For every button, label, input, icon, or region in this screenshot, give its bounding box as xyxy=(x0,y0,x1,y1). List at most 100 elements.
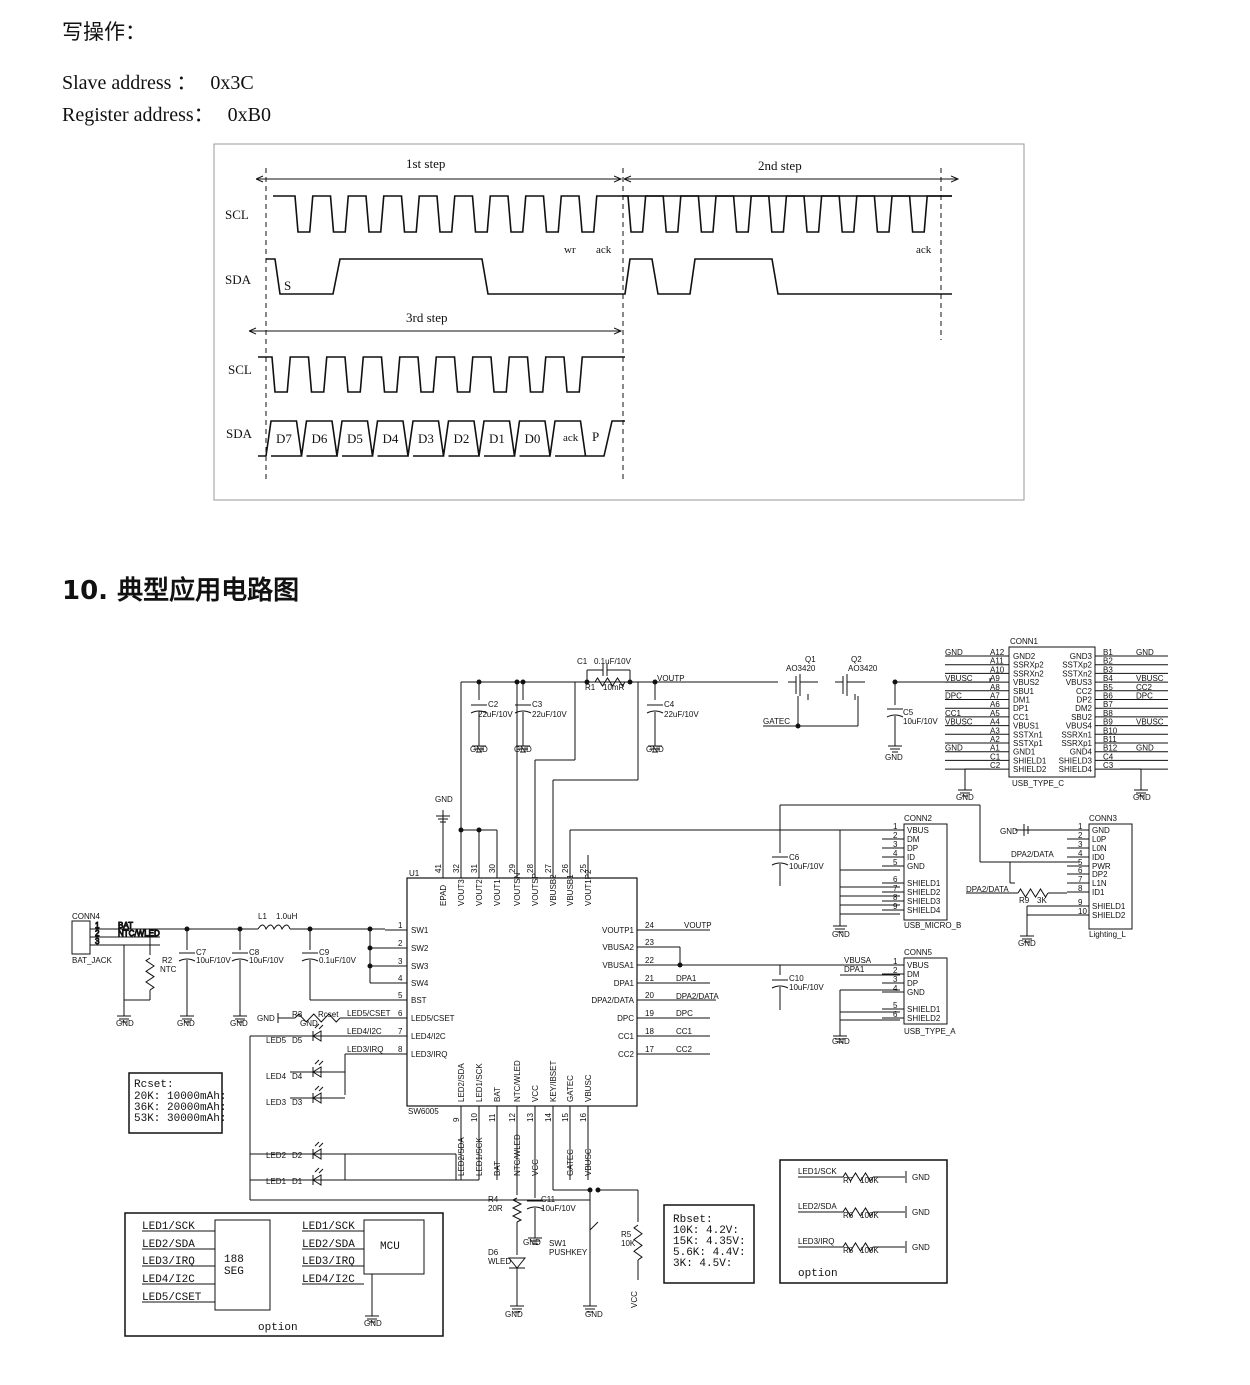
u1-pin-number: 30 xyxy=(488,864,497,873)
connector-pin-number: 8 xyxy=(893,893,898,902)
u1-ref: U1 xyxy=(409,869,420,878)
option2-val: 100K xyxy=(860,1211,879,1220)
net-dpa2-conn3a: DPA2/DATA xyxy=(1011,850,1054,859)
connector-pin-number: 3 xyxy=(893,975,898,984)
option2-net: LED2/SDA xyxy=(798,1202,837,1211)
u1-pin-name: SW3 xyxy=(411,962,429,971)
led3-net: LED3/IRQ xyxy=(347,1045,383,1054)
voutp-net-top: VOUTP xyxy=(657,674,685,683)
register-address-line: Register address：0xB0 xyxy=(62,98,271,127)
u1-pin-name: DPA2/DATA xyxy=(591,996,634,1005)
u1-pin-number: 16 xyxy=(579,1113,588,1122)
led-ray xyxy=(318,1142,324,1148)
u1-pin-number: 4 xyxy=(398,974,403,983)
conn1-net: CC2 xyxy=(1136,683,1153,692)
step3-label: 3rd step xyxy=(406,310,448,325)
connector-pin-name: SHIELD2 xyxy=(1092,911,1126,920)
conn1-pin-name: SHIELD1 xyxy=(1013,756,1047,765)
seg-label-1: 188 xyxy=(224,1254,244,1266)
conn1-pin-number: B7 xyxy=(1103,700,1113,709)
connector-pin-name: L0P xyxy=(1092,835,1106,844)
connector-pin-number: 2 xyxy=(1078,831,1083,840)
slave-address-value: 0x3C xyxy=(210,72,254,94)
conn4-pin-number: 3 xyxy=(95,937,100,946)
u1-bottom-net: VCC xyxy=(531,1159,540,1176)
sda-waveform-step3 xyxy=(258,420,625,457)
connector-pin-name: SHIELD2 xyxy=(907,888,941,897)
u1-pin-number: 19 xyxy=(645,1009,654,1018)
u1-pin-name: SW2 xyxy=(411,944,429,953)
u1-pin-number: 21 xyxy=(645,974,654,983)
option2-gnd: GND xyxy=(912,1173,930,1182)
u1-bottom-net: BAT xyxy=(493,1161,502,1176)
u1-pin-number: 28 xyxy=(526,864,535,873)
option-mcu-signal: LED3/IRQ xyxy=(302,1256,355,1268)
junction-dot xyxy=(184,926,190,932)
conn1-pin-number: B4 xyxy=(1103,674,1113,683)
net-cc2: CC2 xyxy=(676,1045,693,1054)
option2-val: 100K xyxy=(860,1176,879,1185)
conn4-pin-name: BAT xyxy=(118,921,133,930)
option-mcu-signal: LED1/SCK xyxy=(302,1221,355,1233)
start-condition-label: S xyxy=(284,278,291,293)
ack-label-3: ack xyxy=(563,432,579,444)
led-ray xyxy=(314,1141,320,1147)
resistor-symbol xyxy=(145,957,155,991)
connector-pin-number: 4 xyxy=(1078,849,1083,858)
switch-symbol xyxy=(589,1221,599,1231)
option-mcu-signal: LED4/I2C xyxy=(302,1274,355,1286)
rcset-box xyxy=(128,1072,223,1134)
u1-pin-name: BAT xyxy=(493,1087,502,1102)
led-ref-label: D5 xyxy=(292,1036,303,1045)
gnd-c11: GND xyxy=(523,1238,541,1247)
option-seg-signal: LED4/I2C xyxy=(142,1274,195,1286)
u1-bottom-net: NTC/WLED xyxy=(513,1134,522,1176)
gnd-conn5: GND xyxy=(832,1037,850,1046)
d6-ref: D6 xyxy=(488,1248,499,1257)
gnd-c2: GND xyxy=(470,745,488,754)
u1-pin-name: VOUT1P2 xyxy=(584,869,593,906)
rbset-line: 15K: 4.35V: xyxy=(673,1236,746,1248)
u1-pin-name: VOUT1 xyxy=(493,879,502,906)
gnd-conn1-left: GND xyxy=(956,793,974,802)
vcc-r5: VCC xyxy=(630,1291,639,1308)
u1-pin-name: GATEC xyxy=(566,1075,575,1102)
junction-dot xyxy=(627,679,633,685)
scl-label-1: SCL xyxy=(225,207,249,222)
u1-pin-name: DPA1 xyxy=(614,979,635,988)
conn1-part: USB_TYPE_C xyxy=(1012,779,1064,788)
connector-pin-number: 5 xyxy=(893,1001,898,1010)
gnd-conn2: GND xyxy=(832,930,850,939)
connector-pin-number: 6 xyxy=(893,875,898,884)
option2-val: 100K xyxy=(860,1246,879,1255)
c9-value: 0.1uF/10V xyxy=(319,956,357,965)
connector-pin-number: 9 xyxy=(1078,898,1083,907)
r2-value: NTC xyxy=(160,965,177,974)
option-box-1-lines: LED1/SCK LED2/SDA LED3/IRQ LED4/I2C LED5… xyxy=(142,1221,355,1304)
option-seg-signal: LED2/SDA xyxy=(142,1239,195,1251)
led-symbol xyxy=(312,1030,322,1042)
u1-pin-number: 14 xyxy=(544,1113,553,1122)
rbset-line: 5.6K: 4.4V: xyxy=(673,1247,746,1259)
conn1-net: DPC xyxy=(945,692,962,701)
u1-pin-number: 12 xyxy=(508,1113,517,1122)
net-dpa2-conn3b: DPA2/DATA xyxy=(966,885,1009,894)
connector-pin-name: L0N xyxy=(1092,844,1107,853)
c8-ref: C8 xyxy=(249,948,260,957)
u1-pin-name: LED5/CSET xyxy=(411,1014,455,1023)
section-title: 10. 典型应用电路图 xyxy=(62,576,300,606)
wr-label: wr xyxy=(564,244,576,256)
conn1-net: GND xyxy=(1136,648,1154,657)
junction-dot xyxy=(367,945,373,951)
u1-bottom-net: LED1/SCK xyxy=(475,1137,484,1176)
c6-ref: C6 xyxy=(789,853,800,862)
rbset-line: 3K: 4.5V: xyxy=(673,1258,732,1270)
u1-pin-number: 17 xyxy=(645,1045,654,1054)
net-dpc: DPC xyxy=(676,1009,693,1018)
u1-pin-number: 29 xyxy=(508,864,517,873)
led-ray xyxy=(318,1168,324,1174)
resistor-symbol xyxy=(594,677,626,687)
conn1-pin-name: CC1 xyxy=(1013,713,1030,722)
